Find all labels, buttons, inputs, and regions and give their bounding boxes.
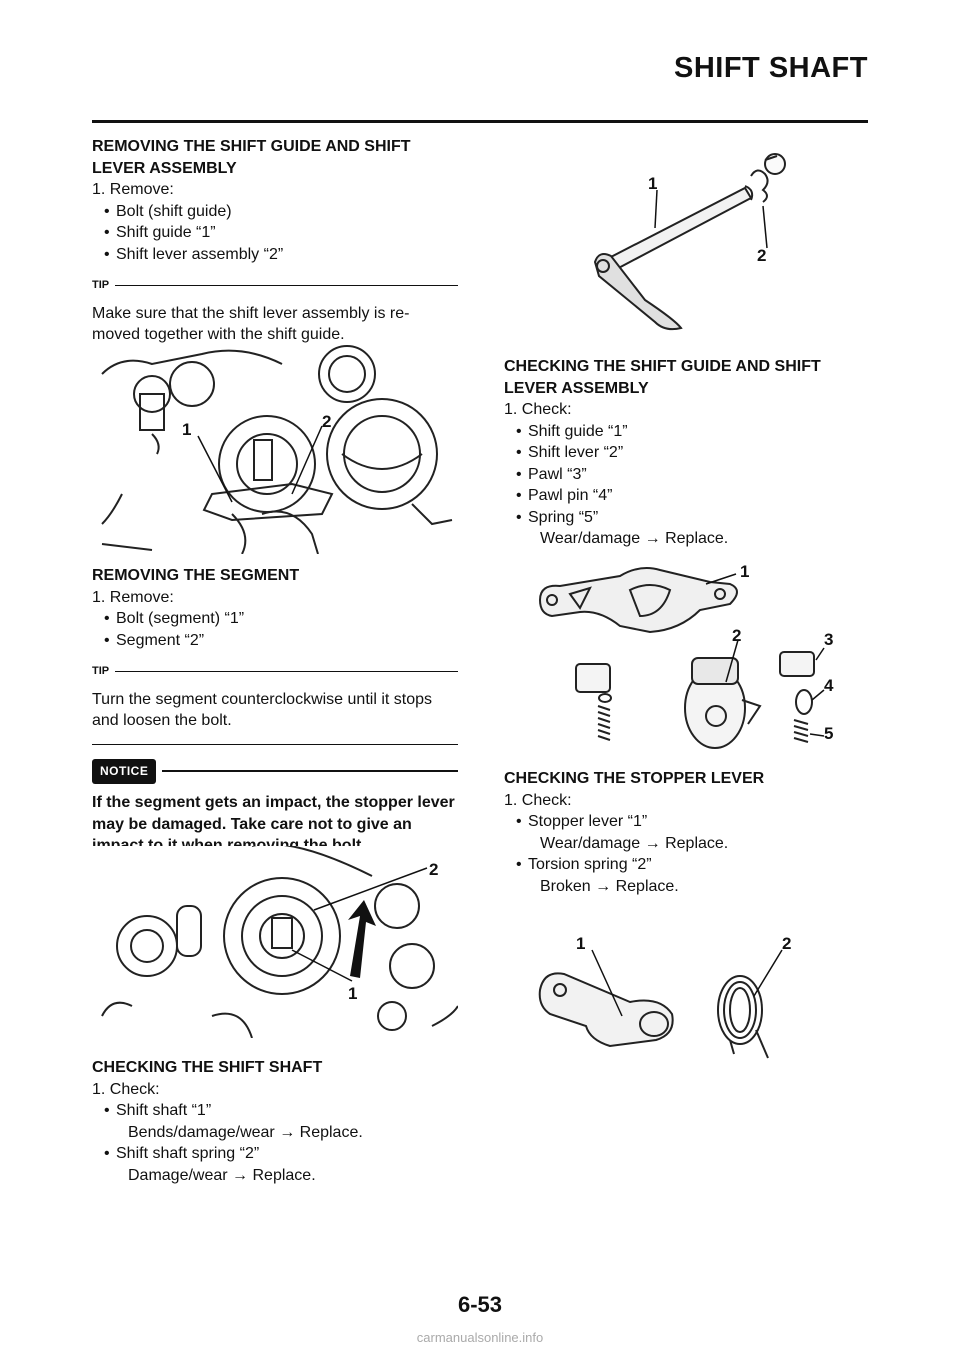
section-check-shift-guide: CHECKING THE SHIFT GUIDE AND SHIFT LEVER…	[504, 356, 870, 550]
list-item: Segment “2”	[104, 630, 458, 652]
tip-text: Make sure that the shift lever assembly …	[92, 303, 458, 359]
list-item: Stopper lever “1”	[516, 811, 870, 833]
callout-label: 2	[782, 934, 792, 953]
callout-label: 2	[732, 626, 742, 645]
notice-badge: NOTICE	[92, 758, 157, 784]
tip-tag: TIP	[92, 665, 110, 677]
list-item: Shift shaft “1”	[104, 1100, 458, 1122]
callout-label: 5	[824, 724, 834, 743]
item-list: Bolt (shift guide) Shift guide “1” Shift…	[92, 201, 458, 266]
list-subitem: Wear/damage → Replace.	[540, 834, 729, 852]
tip-header: TIP	[92, 661, 458, 683]
step-label: 1. Check:	[504, 791, 572, 809]
list-item: Shift guide “1”	[516, 421, 870, 443]
tip-header: TIP	[92, 275, 458, 297]
callout-label: 3	[824, 630, 834, 649]
item-list: Stopper lever “1” Wear/damage → Replace.…	[504, 811, 870, 897]
step-label: 1. Remove:	[92, 181, 174, 198]
list-subitem: Bends/damage/wear → Replace.	[128, 1123, 363, 1141]
list-subitem: Damage/wear → Replace.	[128, 1166, 316, 1184]
notice-rule	[162, 770, 458, 773]
watermark: carmanualsonline.info	[416, 1330, 544, 1345]
callout-label: 4	[824, 676, 834, 695]
page-title: SHIFT SHAFT	[674, 52, 868, 84]
callout-label: 1	[740, 562, 750, 581]
item-list: Shift guide “1” Shift lever “2” Pawl “3”…	[504, 421, 870, 550]
step-label: 1. Remove:	[92, 588, 174, 606]
section-heading: CHECKING THE SHIFT SHAFT	[92, 1059, 323, 1076]
section-heading: REMOVING THE SEGMENT	[92, 567, 300, 584]
title-rule	[92, 120, 868, 123]
section-heading: REMOVING THE SHIFT GUIDE AND SHIFT LEVER…	[92, 138, 411, 177]
callout-label: 2	[757, 246, 767, 265]
list-item: Bolt (segment) “1”	[104, 608, 458, 630]
callout-label: 2	[322, 412, 332, 431]
callout-label: 1	[182, 420, 192, 439]
step-label: 1. Check:	[92, 1080, 160, 1098]
callout-label: 1	[576, 934, 586, 953]
callout-label: 1	[648, 174, 658, 193]
tip-rule	[115, 285, 458, 287]
tip-tag: TIP	[92, 279, 110, 291]
list-item: Torsion spring “2”	[516, 854, 870, 876]
page-number: 6-53	[457, 1292, 503, 1317]
list-item: Shift shaft spring “2”	[104, 1143, 458, 1165]
list-item: Shift guide “1”	[104, 222, 458, 244]
figure-shift-guide-parts: 1 2 3 4 5	[530, 560, 850, 760]
figure-shift-shaft: 1 2	[585, 150, 825, 335]
notice-header: NOTICE	[92, 758, 458, 784]
parts-illustration	[538, 567, 825, 749]
list-item: Pawl “3”	[516, 464, 870, 486]
callout-label: 1	[348, 984, 358, 1003]
item-list: Bolt (segment) “1” Segment “2”	[92, 608, 458, 651]
list-subitem: Broken → Replace.	[540, 877, 679, 895]
engine-illustration	[101, 345, 453, 554]
list-item: Spring “5”	[516, 507, 870, 529]
section-check-stopper-lever: CHECKING THE STOPPER LEVER 1. Check: Sto…	[504, 768, 870, 897]
list-item: Shift lever “2”	[516, 442, 870, 464]
tip-rule	[115, 671, 458, 673]
shift-shaft-illustration	[593, 153, 786, 331]
section-check-shift-shaft: CHECKING THE SHIFT SHAFT 1. Check: Shift…	[92, 1057, 458, 1186]
figure-stopper-lever: 1 2	[530, 930, 820, 1065]
list-subitem: Wear/damage → Replace.	[540, 530, 729, 547]
segment-illustration	[101, 846, 458, 1038]
list-item: Pawl pin “4”	[516, 485, 870, 507]
item-list: Shift shaft “1” Bends/damage/wear → Repl…	[92, 1100, 458, 1186]
callout-label: 2	[429, 860, 439, 879]
section-heading: CHECKING THE SHIFT GUIDE AND SHIFT LEVER…	[504, 358, 821, 397]
section-heading: CHECKING THE STOPPER LEVER	[504, 770, 765, 787]
tip-text: Turn the segment counterclockwise until …	[92, 689, 458, 745]
stopper-lever-illustration	[538, 949, 783, 1059]
figure-segment-removal: 2 1	[92, 846, 458, 1038]
step-label: 1. Check:	[504, 401, 572, 418]
list-item: Shift lever assembly “2”	[104, 244, 458, 266]
section-remove-segment: REMOVING THE SEGMENT 1. Remove: Bolt (se…	[92, 565, 458, 863]
section-remove-shift-guide: REMOVING THE SHIFT GUIDE AND SHIFT LEVER…	[92, 136, 458, 359]
figure-shift-guide-removal: 1 2	[92, 344, 458, 554]
list-item: Bolt (shift guide)	[104, 201, 458, 223]
